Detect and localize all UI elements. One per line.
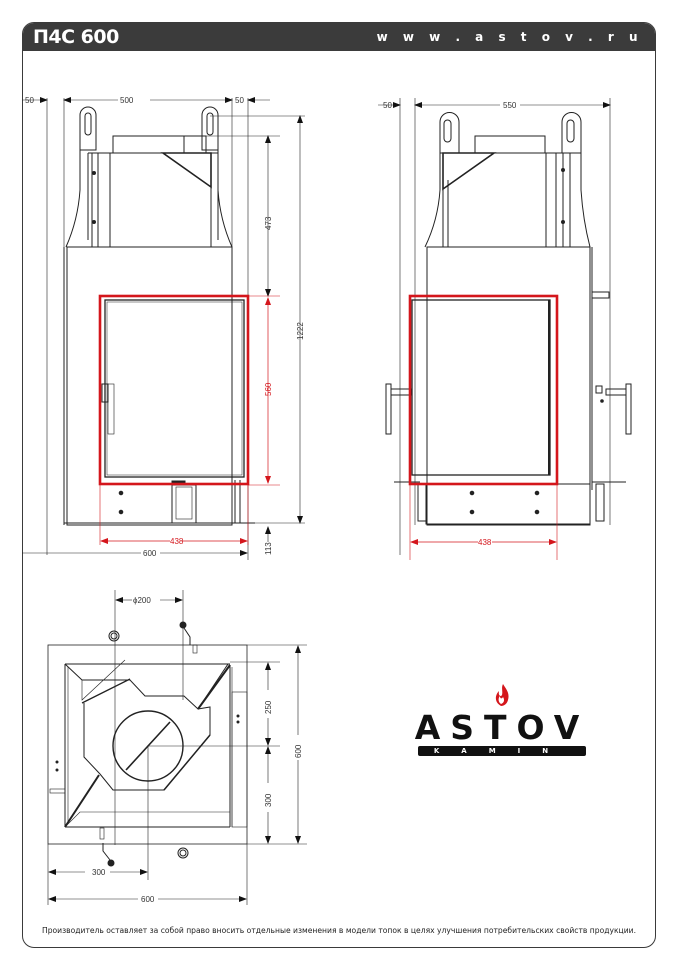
flame-icon [495, 684, 509, 706]
front-dim-door-height: 560 [264, 382, 273, 396]
front-dim-bottom-offset: 113 [264, 542, 273, 555]
top-dim-flue-offset: 300 [92, 868, 106, 877]
side-view [378, 98, 632, 555]
top-dim-upper-depth: 250 [264, 700, 273, 714]
front-dim-door-width: 438 [170, 537, 184, 546]
front-dim-left-offset: 50 [25, 96, 34, 105]
side-dim-width-top: 550 [503, 101, 517, 110]
astov-logo: ASTOV KAMIN [414, 688, 590, 758]
logo-brand: ASTOV [414, 708, 590, 747]
logo-bar [418, 746, 586, 756]
top-dim-total-depth: 600 [294, 744, 303, 758]
front-dim-base-width: 600 [143, 549, 157, 558]
front-dim-width-top: 500 [120, 96, 134, 105]
front-dim-total-height: 1222 [296, 322, 305, 340]
side-door-outline [408, 294, 559, 560]
top-dim-lower-depth: 300 [264, 793, 273, 807]
top-dim-flue-diameter: ϕ200 [133, 596, 151, 605]
front-dim-right-offset: 50 [235, 96, 244, 105]
side-dim-door-width: 438 [478, 538, 492, 547]
front-dim-top-height: 473 [264, 216, 273, 230]
side-dim-left-offset: 50 [383, 101, 392, 110]
logo-subtitle: KAMIN [433, 747, 571, 755]
product-title: П4С 600 [33, 26, 119, 48]
top-dim-total-width: 600 [141, 895, 155, 904]
front-view [22, 97, 305, 560]
top-view [47, 590, 307, 905]
website-link[interactable]: w w w . a s t o v . r u [376, 30, 643, 44]
header-bar: П4С 600 w w w . a s t o v . r u [23, 23, 655, 51]
disclaimer-text: Производитель оставляет за собой право в… [41, 926, 636, 935]
front-door-outline [98, 294, 280, 545]
